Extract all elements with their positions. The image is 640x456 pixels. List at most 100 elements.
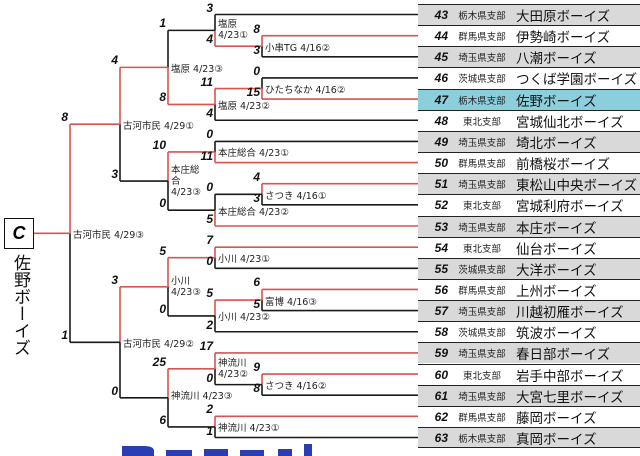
team-number: 62	[434, 409, 448, 424]
score: 0	[111, 383, 118, 398]
team-number: 52	[434, 198, 448, 213]
team-branch: 東北支部	[462, 370, 501, 382]
team-number: 47	[434, 92, 448, 107]
team-row: 59 埼玉県支部春日部ボーイズ	[418, 342, 640, 364]
team-name: 川越初雁ボーイズ	[516, 305, 624, 322]
score: 3	[111, 272, 118, 287]
score: 8	[253, 21, 260, 36]
score: 4	[253, 169, 260, 184]
score: 4	[111, 53, 118, 68]
team-name: 前橋桜ボーイズ	[516, 157, 611, 174]
team-number: 63	[434, 430, 448, 445]
score: 3	[206, 0, 213, 15]
champion-name: 佐野ボーイズ	[10, 254, 30, 357]
score: 0	[206, 370, 213, 385]
score: 0	[206, 127, 213, 142]
team-number: 45	[434, 50, 448, 65]
team-branch: 埼玉県支部	[458, 222, 506, 234]
score: 3	[253, 42, 260, 57]
score: 6	[253, 275, 260, 290]
score: 5	[159, 243, 166, 258]
score: 4	[206, 32, 213, 47]
team-number: 60	[434, 367, 448, 382]
match-venue: 古河市民 4/29②	[123, 338, 194, 350]
score: 7	[206, 233, 213, 248]
team-number: 44	[434, 29, 448, 44]
team-name: 本庄ボーイズ	[516, 220, 597, 237]
team-branch: 栃木県支部	[458, 95, 506, 107]
team-name: 藤岡ボーイズ	[516, 410, 597, 427]
team-number: 59	[434, 346, 448, 361]
team-branch: 茨城県支部	[458, 328, 506, 340]
team-number: 48	[434, 113, 448, 128]
team-name: 春日部ボーイズ	[516, 347, 611, 364]
score: 1	[159, 16, 166, 31]
score: 0	[206, 180, 213, 195]
score: 17	[199, 338, 213, 353]
team-name: 仙台ボーイズ	[516, 241, 597, 258]
team-row: 62 群馬県支部藤岡ボーイズ	[418, 405, 640, 427]
score: 2	[206, 317, 213, 332]
match-venue: 古河市民 4/29①	[123, 120, 194, 132]
team-branch: 東北支部	[462, 116, 501, 128]
team-number: 53	[434, 219, 448, 234]
score: 15	[246, 85, 260, 100]
match-venue: 塩原 4/23②	[218, 100, 270, 112]
team-name: 上州ボーイズ	[516, 283, 597, 300]
match-venue: 本庄総合 4/23②	[218, 206, 289, 218]
team-branch: 東北支部	[462, 243, 501, 255]
team-branch: 群馬県支部	[458, 412, 506, 424]
team-branch: 埼玉県支部	[458, 180, 506, 192]
match-venue: 富博 4/16③	[265, 296, 317, 308]
score: 9	[253, 360, 260, 375]
team-branch: 埼玉県支部	[458, 137, 506, 149]
team-branch: 群馬県支部	[458, 32, 506, 44]
score: 8	[61, 110, 68, 125]
team-number: 58	[434, 325, 448, 340]
team-number: 61	[434, 388, 448, 403]
team-name: 埼北ボーイズ	[516, 135, 597, 152]
score: 6	[159, 412, 166, 427]
champion-badge: C	[4, 218, 34, 250]
score: 0	[206, 254, 213, 269]
logo-watermark	[122, 444, 312, 456]
match-venue: 塩原 4/23③	[171, 63, 223, 75]
team-number: 43	[434, 8, 448, 22]
team-branch: 埼玉県支部	[458, 53, 506, 65]
score: 8	[253, 381, 260, 396]
team-branch: 東北支部	[462, 201, 501, 213]
team-branch: 茨城県支部	[458, 74, 506, 86]
score: 3	[111, 167, 118, 182]
match-venue: 神流川 4/23③	[171, 391, 233, 403]
score: 8	[159, 90, 166, 105]
score: 5	[206, 286, 213, 301]
team-branch: 群馬県支部	[458, 285, 506, 297]
score: 2	[206, 402, 213, 417]
team-branch: 埼玉県支部	[458, 349, 506, 361]
team-name: 真岡ボーイズ	[516, 431, 597, 448]
team-branch: 栃木県支部	[458, 11, 506, 22]
team-number: 57	[434, 304, 448, 319]
team-name: 大宮七里ボーイズ	[516, 389, 624, 406]
team-branch: 埼玉県支部	[458, 307, 506, 319]
match-venue: 神流川 4/23①	[218, 423, 280, 435]
match-venue: 小川 4/23③	[171, 275, 201, 298]
match-venue: 塩原 4/23①	[218, 19, 248, 42]
match-venue: 小串TG 4/16②	[265, 42, 331, 54]
score: 5	[253, 296, 260, 311]
champion-label: C	[12, 223, 26, 244]
